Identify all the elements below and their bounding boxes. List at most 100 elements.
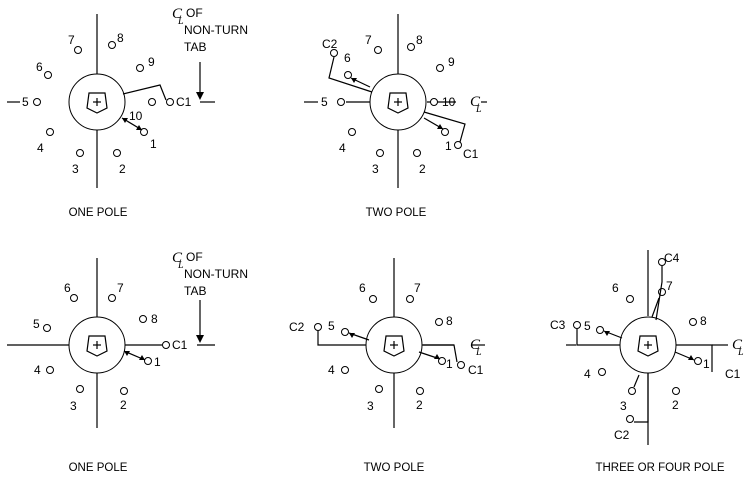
svg-text:3: 3 (70, 399, 77, 413)
contact-7 (74, 46, 82, 54)
svg-text:7: 7 (666, 279, 673, 293)
svg-text:5: 5 (328, 319, 335, 333)
contact-1 (441, 128, 449, 136)
svg-text:C1: C1 (172, 338, 188, 352)
common-c1 (166, 98, 174, 106)
svg-text:3: 3 (620, 399, 627, 413)
svg-text:L: L (737, 347, 744, 358)
svg-text:L: L (177, 16, 184, 27)
contact-3 (76, 149, 84, 157)
svg-text:8: 8 (700, 314, 707, 328)
svg-text:C4: C4 (664, 251, 680, 265)
contact-2 (113, 149, 121, 157)
contact-10 (430, 98, 438, 106)
contact-4 (46, 128, 54, 136)
svg-text:C2: C2 (322, 37, 338, 51)
svg-text:C1: C1 (463, 147, 479, 161)
rotor-cam (86, 92, 108, 114)
svg-text:L: L (475, 104, 482, 115)
label-10: 10 (129, 109, 143, 123)
svg-text:1: 1 (446, 357, 453, 371)
common-c2 (330, 49, 338, 57)
contact-8 (407, 43, 415, 51)
svg-text:8: 8 (446, 314, 453, 328)
svg-text:10: 10 (442, 95, 456, 109)
contact-8 (108, 41, 116, 49)
centerline-symbol: C (172, 6, 183, 22)
svg-text:C1: C1 (468, 363, 484, 377)
svg-text:NON-TURN: NON-TURN (184, 267, 248, 281)
contact-2 (413, 149, 421, 157)
svg-text:8: 8 (151, 312, 158, 326)
svg-text:6: 6 (612, 281, 619, 295)
label-4: 4 (37, 141, 44, 155)
svg-text:6: 6 (64, 281, 71, 295)
contact-5 (33, 98, 41, 106)
svg-text:C: C (732, 337, 743, 353)
svg-text:4: 4 (339, 141, 346, 155)
contact-7 (374, 46, 382, 54)
label-7: 7 (68, 33, 75, 47)
wiper-arm-c1 (423, 111, 466, 143)
svg-text:5: 5 (321, 95, 328, 109)
svg-text:2: 2 (419, 162, 426, 176)
contact-6 (44, 71, 52, 79)
diagram-one-pole-10: 5 6 7 8 9 10 1 2 3 4 C1 C L OF NON-TURN … (7, 6, 248, 219)
svg-text:OF: OF (186, 250, 203, 264)
label-2: 2 (119, 162, 126, 176)
svg-text:3: 3 (367, 399, 374, 413)
svg-text:THREE OR FOUR POLE: THREE OR FOUR POLE (595, 462, 724, 474)
svg-text:TWO POLE: TWO POLE (364, 462, 425, 474)
svg-text:C2: C2 (289, 320, 305, 334)
note-tab: TAB (184, 40, 206, 54)
diagram-one-pole-8: 5 6 7 8 1 2 3 4 C1 C L OF NON-TURN TAB O… (7, 250, 248, 474)
svg-text:3: 3 (372, 162, 379, 176)
wiper-arm-c2 (328, 56, 373, 93)
svg-text:5: 5 (584, 319, 591, 333)
diagram-two-pole-10: 5 6 7 8 9 10 1 2 3 4 C2 C1 C L TWO POLE (304, 14, 487, 219)
caption: ONE POLE (69, 207, 128, 219)
rotor-cam (387, 92, 409, 114)
contact-1 (140, 128, 148, 136)
contact-9 (136, 64, 144, 72)
svg-text:C1: C1 (725, 367, 741, 381)
svg-text:C: C (470, 94, 481, 110)
wiper-arm (122, 84, 167, 101)
note-of: OF (186, 6, 203, 20)
svg-text:6: 6 (344, 51, 351, 65)
svg-text:4: 4 (34, 363, 41, 377)
svg-text:6: 6 (359, 281, 366, 295)
common-c1 (454, 141, 462, 149)
contact-5 (337, 98, 345, 106)
svg-text:2: 2 (120, 398, 127, 412)
diagram-three-four-pole-8: 5 6 7 8 1 2 3 4 C1 C2 C3 C4 C L THREE OR… (550, 250, 744, 474)
contact-4 (348, 128, 356, 136)
svg-text:2: 2 (416, 398, 423, 412)
diagram-two-pole-8: 5 6 7 8 1 2 3 4 C2 C1 C L TWO POLE (289, 258, 485, 474)
svg-text:9: 9 (448, 55, 455, 69)
svg-text:C2: C2 (614, 428, 630, 442)
label-3: 3 (72, 162, 79, 176)
svg-text:4: 4 (584, 367, 591, 381)
label-6: 6 (36, 60, 43, 74)
svg-text:7: 7 (365, 33, 372, 47)
contact-3 (376, 149, 384, 157)
svg-text:TAB: TAB (184, 284, 206, 298)
svg-text:TWO POLE: TWO POLE (366, 207, 427, 219)
svg-text:2: 2 (672, 398, 679, 412)
svg-text:1: 1 (154, 355, 161, 369)
label-9: 9 (148, 55, 155, 69)
label-1: 1 (150, 137, 157, 151)
svg-text:ONE POLE: ONE POLE (69, 462, 128, 474)
contact-6 (344, 71, 352, 79)
svg-text:7: 7 (117, 281, 124, 295)
svg-text:C: C (470, 337, 481, 353)
svg-text:7: 7 (414, 281, 421, 295)
svg-text:1: 1 (445, 139, 452, 153)
label-5: 5 (22, 95, 29, 109)
contact-10 (148, 98, 156, 106)
svg-text:1: 1 (703, 357, 710, 371)
svg-text:L: L (177, 260, 184, 271)
label-c1: C1 (176, 95, 192, 109)
